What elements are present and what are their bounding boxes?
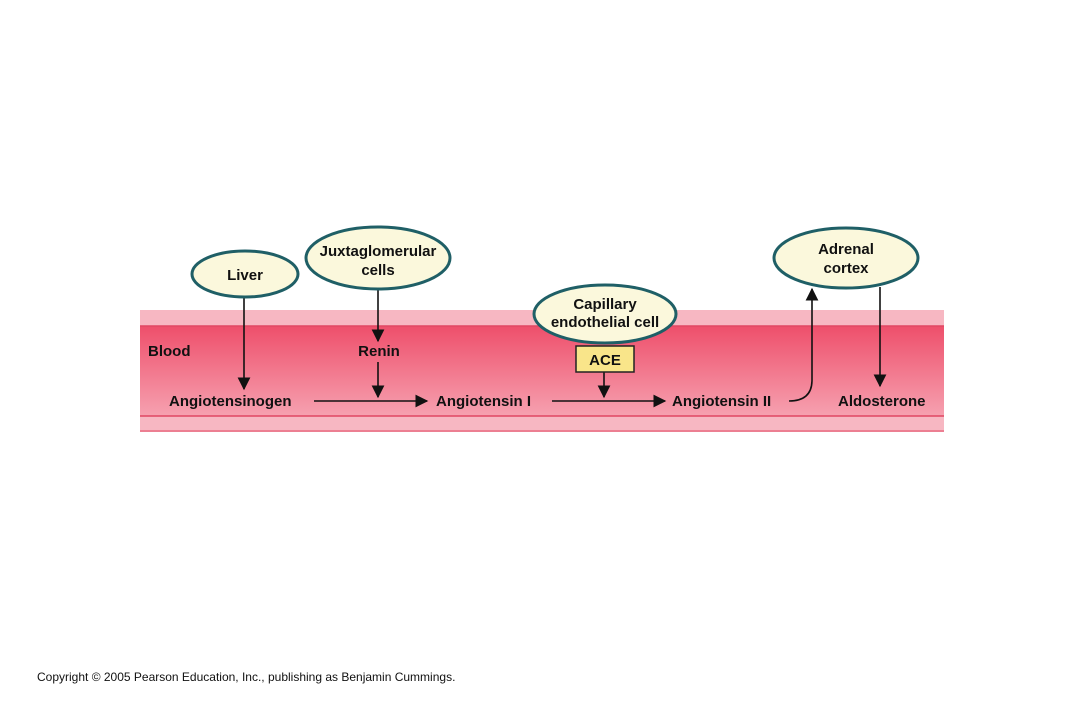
capillary-label-line2: endothelial cell xyxy=(551,314,659,331)
renin-label: Renin xyxy=(358,343,400,360)
arrows xyxy=(237,287,887,408)
liver-ellipse xyxy=(190,249,300,299)
adrenal-label-line1: Adrenal xyxy=(818,241,874,258)
blood-vessel xyxy=(140,310,944,432)
arrow-angiotensin-ii-to-adrenal xyxy=(788,287,819,402)
adrenal-label-line2: cortex xyxy=(823,260,869,277)
angiotensin-ii-label: Angiotensin II xyxy=(672,393,771,410)
adrenal-cortex-cell: Adrenal cortex xyxy=(772,226,920,290)
angiotensinogen-label: Angiotensinogen xyxy=(169,393,292,410)
ace-box xyxy=(575,345,635,373)
capillary-endothelial-cell: Capillary endothelial cell xyxy=(532,283,678,345)
juxtaglomerular-cells: Juxtaglomerular cells xyxy=(304,225,452,291)
copyright-notice: Copyright © 2005 Pearson Education, Inc.… xyxy=(37,670,456,684)
juxtaglomerular-label-line1: Juxtaglomerular xyxy=(320,243,437,260)
juxtaglomerular-ellipse xyxy=(304,225,452,291)
blood-label: Blood xyxy=(148,343,191,360)
liver-label: Liver xyxy=(227,267,263,284)
vessel-wall-bottom xyxy=(140,416,944,432)
ace-label: ACE xyxy=(589,352,621,369)
adrenal-ellipse xyxy=(772,226,920,290)
angiotensin-i-label: Angiotensin I xyxy=(436,393,531,410)
vessel-lumen xyxy=(140,326,944,416)
capillary-label-line1: Capillary xyxy=(573,296,637,313)
aldosterone-label: Aldosterone xyxy=(838,393,926,410)
ace-enzyme: ACE xyxy=(575,345,635,373)
juxtaglomerular-label-line2: cells xyxy=(361,262,394,279)
liver-cell: Liver xyxy=(190,249,300,299)
capillary-ellipse xyxy=(532,283,678,345)
